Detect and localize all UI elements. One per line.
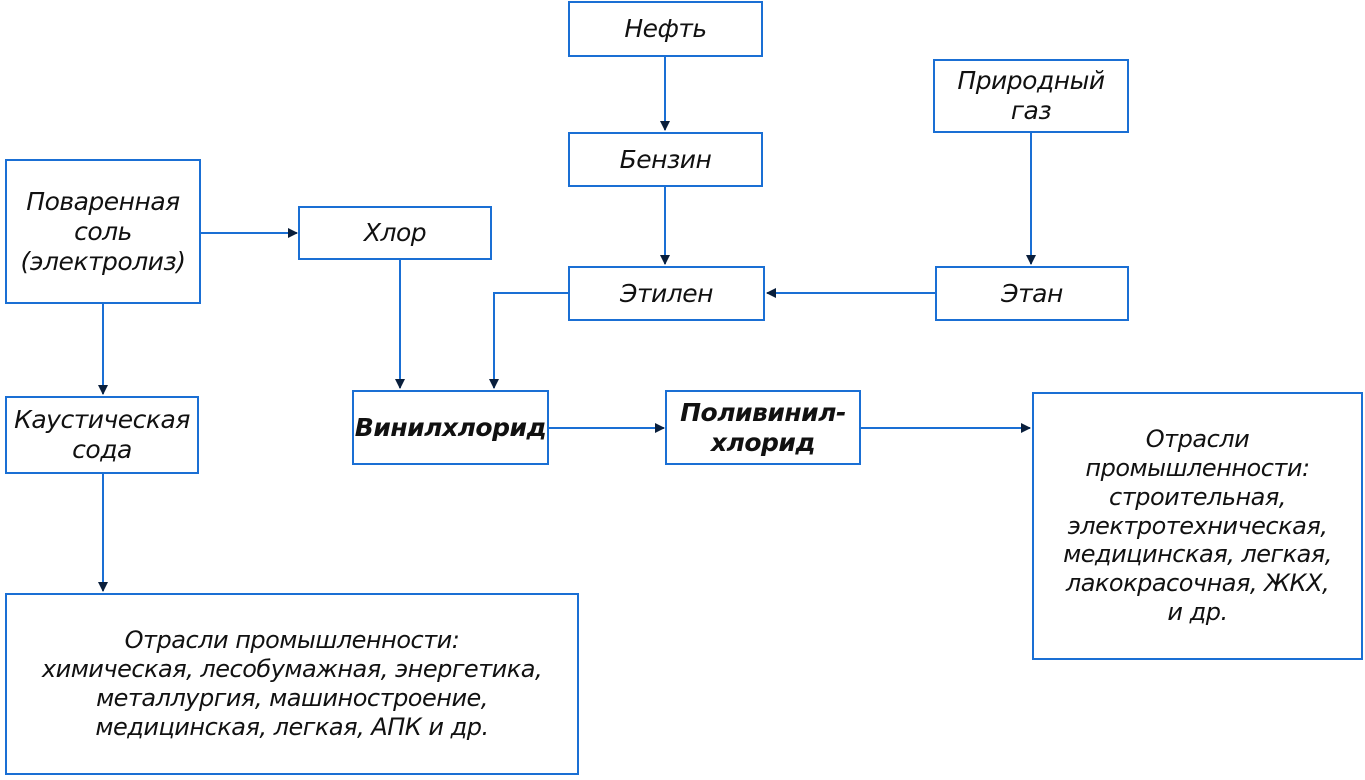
node-label-line: и др. <box>1167 597 1228 626</box>
node-label-line: промышленности: <box>1085 454 1310 482</box>
node-label-line: Этилен <box>620 278 713 308</box>
edge-etilen-to-vinilkhlorid <box>489 292 570 389</box>
node-label-line: Хлор <box>363 218 427 247</box>
node-label-line: Природный <box>957 66 1105 95</box>
node-label-line: Винилхлорид <box>354 412 547 442</box>
node-neft: Нефть <box>568 1 763 57</box>
node-label-line: медицинская, легкая, <box>1063 540 1332 569</box>
node-label-line: Отрасли промышленности: <box>124 626 460 655</box>
node-label-line: лакокрасочная, ЖКХ, <box>1065 569 1330 598</box>
node-etan: Этан <box>935 266 1129 321</box>
node-etilen: Этилен <box>568 266 765 321</box>
node-label-line: строительная, <box>1109 482 1286 511</box>
node-label-line: соль <box>74 216 132 246</box>
node-label-line: (электролиз) <box>20 246 186 276</box>
node-label-line: химическая, лесобумажная, энергетика, <box>41 655 543 684</box>
node-benzin: Бензин <box>568 132 763 187</box>
node-label-line: электротехническая, <box>1067 511 1328 540</box>
node-label-line: Поливинил- <box>680 397 846 427</box>
node-polivinilkhlorid: Поливинил-хлорид <box>665 390 861 465</box>
node-label-line: Отрасли <box>1145 425 1250 454</box>
node-label-line: сода <box>72 435 132 464</box>
node-label-line: Каустическая <box>14 405 190 434</box>
node-label-line: Поваренная <box>26 186 180 216</box>
node-label-line: хлорид <box>710 427 816 457</box>
node-label-line: Бензин <box>619 144 712 174</box>
node-vinilkhlorid: Винилхлорид <box>352 390 549 465</box>
node-label-line: металлургия, машиностроение, <box>96 684 488 712</box>
node-label-line: Этан <box>1001 278 1063 308</box>
node-label-line: медицинская, легкая, АПК и др. <box>95 712 489 741</box>
node-label-line: газ <box>1010 96 1052 125</box>
node-otrasli-bottom: Отрасли промышленности:химическая, лесоб… <box>5 593 579 775</box>
node-label-line: Нефть <box>624 14 707 43</box>
node-khlor: Хлор <box>298 206 492 260</box>
